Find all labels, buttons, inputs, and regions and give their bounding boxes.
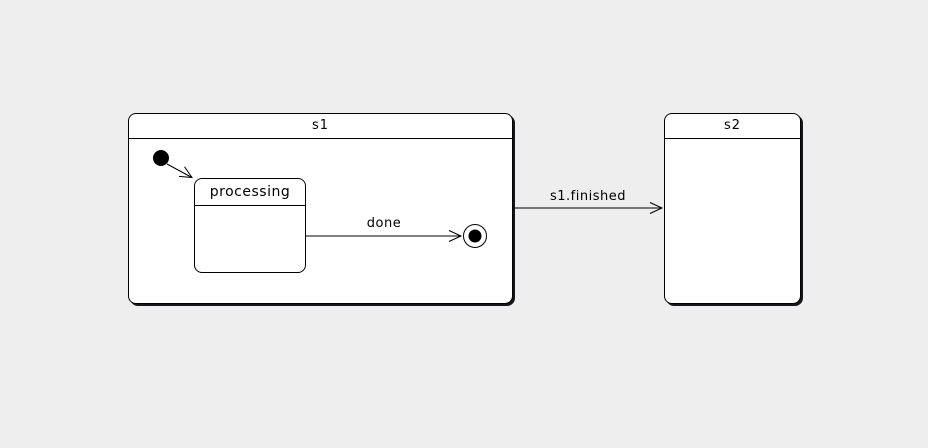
state-s2[interactable]: s2 [664,113,801,304]
open-arrowhead-icon [649,202,664,214]
state-processing-title: processing [195,179,305,206]
transition-label-s1-finished: s1.finished [550,189,626,204]
state-s1[interactable]: s1 processing [128,113,513,304]
state-processing[interactable]: processing [194,178,306,273]
transition-label-done: done [366,216,402,231]
state-s1-title: s1 [129,114,512,139]
state-s2-title: s2 [665,114,800,139]
s1-finished-transition-arrow [514,202,664,214]
